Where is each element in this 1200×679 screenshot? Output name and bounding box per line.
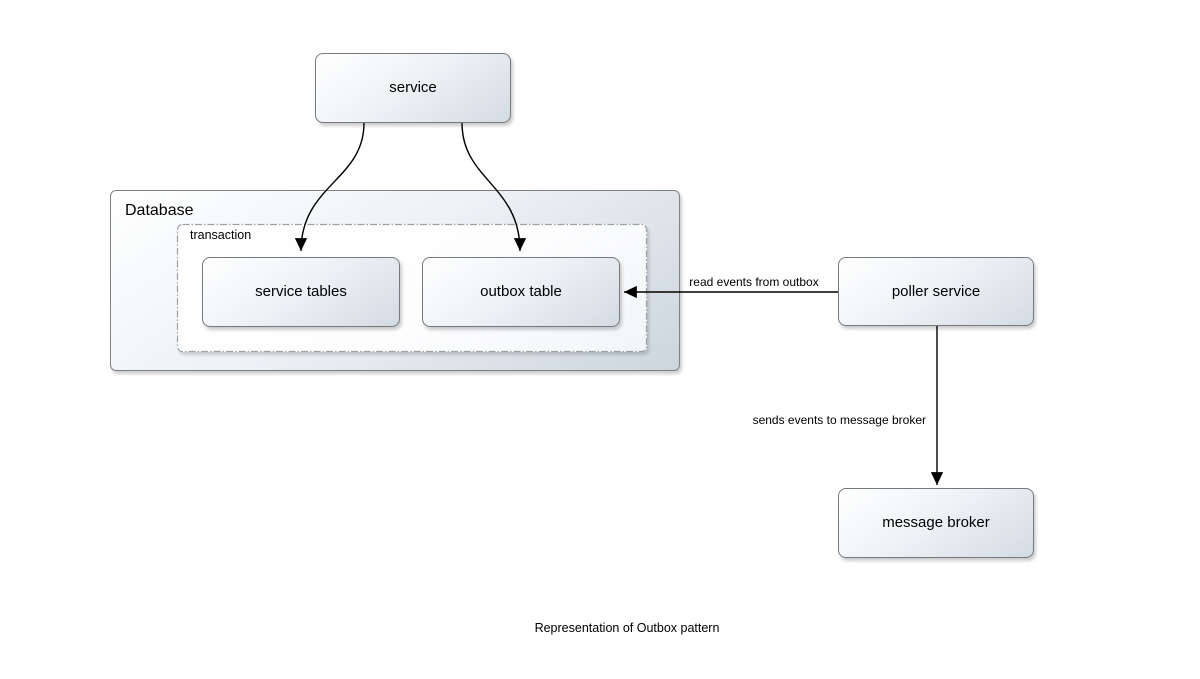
service-label: service [389,79,437,96]
diagram-caption: Representation of Outbox pattern [534,621,720,635]
service-tables-label: service tables [255,283,347,300]
node-message-broker: message broker [838,488,1034,558]
edge-label-read-events: read events from outbox [687,275,821,289]
edge-label-sends-events: sends events to message broker [750,413,928,427]
poller-service-label: poller service [891,282,981,300]
outbox-table-label: outbox table [480,283,562,300]
transaction-label: transaction [190,228,252,242]
node-poller-service: poller service [838,257,1034,326]
node-service-tables: service tables [202,257,400,327]
node-service: service [315,53,511,123]
database-label: Database [125,202,194,219]
node-outbox-table: outbox table [422,257,620,327]
message-broker-label: message broker [882,514,990,531]
